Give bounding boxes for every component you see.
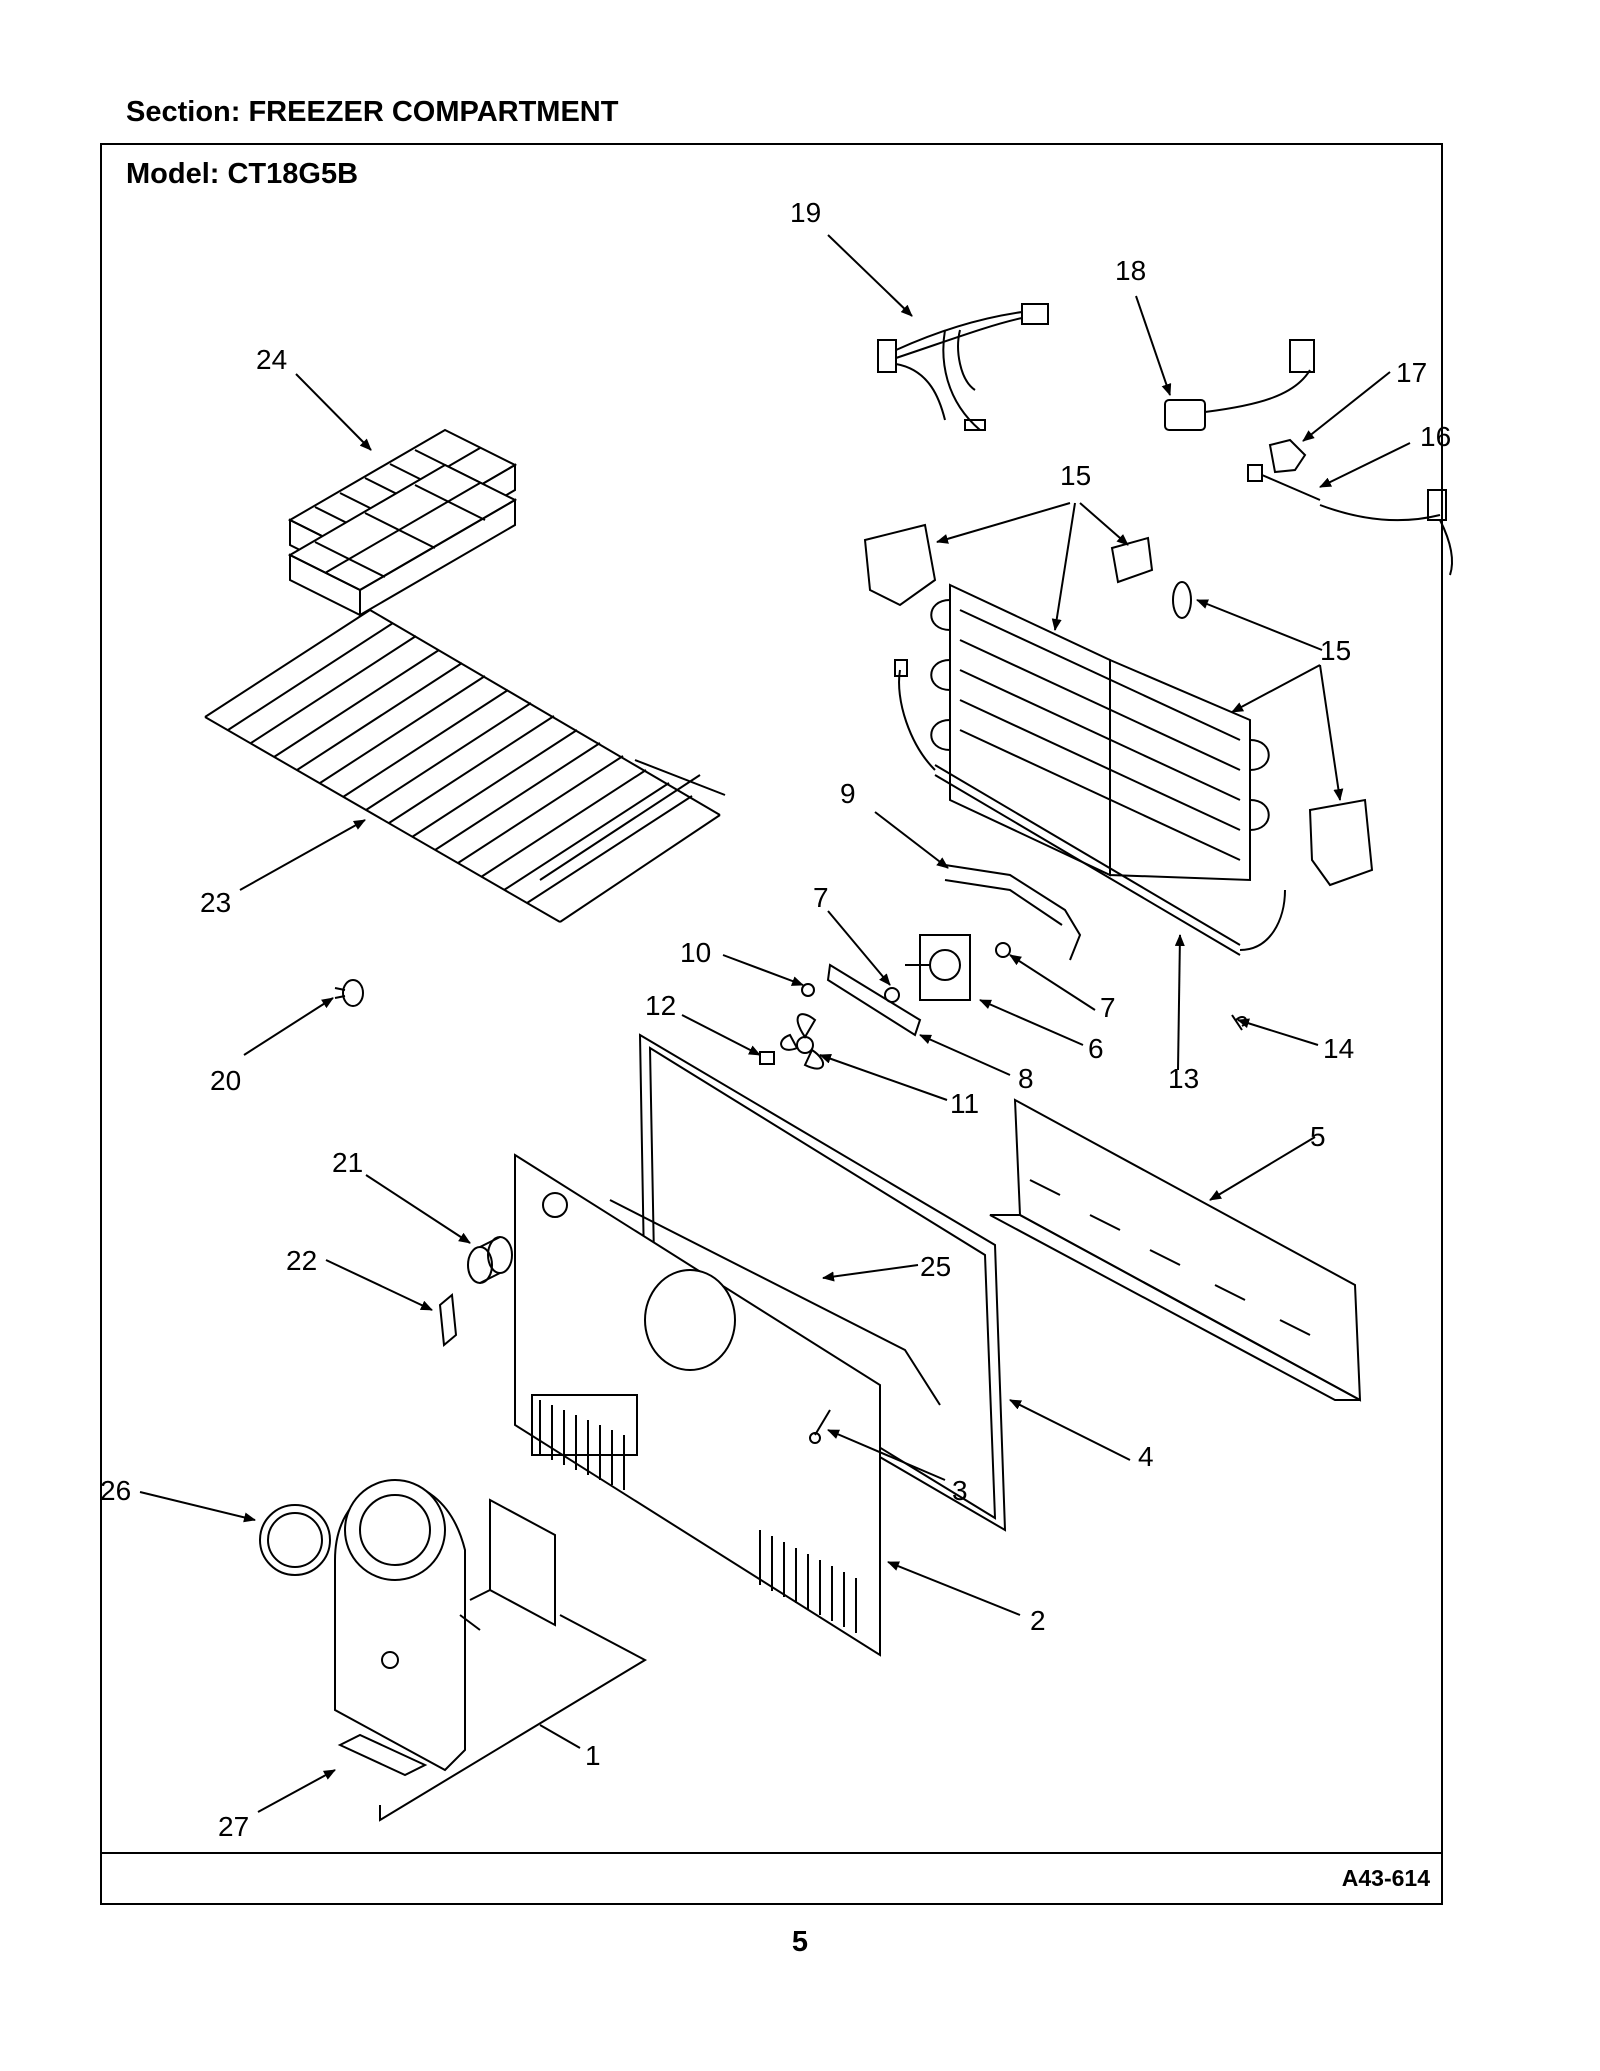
- seal-strip-icon: [609, 1199, 941, 1406]
- callout-5: 5: [1310, 1121, 1326, 1152]
- callout-16: 16: [1420, 421, 1451, 452]
- plug-icon: [334, 979, 364, 1007]
- callout-10: 10: [680, 937, 711, 968]
- air-duct-icon: [334, 1479, 556, 1772]
- drain-trough-icon: [1308, 798, 1374, 887]
- callout-27: 27: [218, 1811, 249, 1842]
- screw-icon: [809, 1409, 831, 1444]
- callout-labels: 19 18 17 16 24 15 15 15 9 23 7 10 12 7 6…: [100, 197, 1451, 1842]
- insulation-pad-icon: [1110, 536, 1154, 584]
- nut-icon: [759, 1051, 775, 1065]
- callout-17: 17: [1396, 357, 1427, 388]
- footer-divider: [100, 1852, 1443, 1854]
- callout-21: 21: [332, 1147, 363, 1178]
- callout-12: 12: [645, 990, 676, 1021]
- callout-15-top: 15: [1060, 460, 1091, 491]
- knob-icon: [467, 1236, 513, 1284]
- callout-22: 22: [286, 1245, 317, 1276]
- callout-13: 13: [1168, 1063, 1199, 1094]
- thermostat-icon: [1164, 339, 1315, 431]
- rear-channel-icon: [989, 1098, 1362, 1402]
- callout-9: 9: [840, 778, 856, 809]
- filter-icon: [337, 1733, 428, 1777]
- callout-19: 19: [790, 197, 821, 228]
- callout-14: 14: [1323, 1033, 1354, 1064]
- callout-18: 18: [1115, 255, 1146, 286]
- motor-bracket-icon: [826, 963, 922, 1037]
- fan-blade-icon: [780, 1013, 824, 1070]
- front-cover-icon: [514, 1153, 881, 1657]
- bracket-icon: [944, 864, 1082, 961]
- fan-motor-icon: [905, 934, 971, 1001]
- clip-icon: [1268, 438, 1307, 474]
- ice-tray-icon: [287, 428, 518, 617]
- callout-7-right: 7: [1100, 992, 1116, 1023]
- callout-1: 1: [585, 1740, 601, 1771]
- defrost-heater-icon: [894, 659, 1286, 956]
- callout-4: 4: [1138, 1441, 1154, 1472]
- callout-26: 26: [100, 1475, 131, 1506]
- grommet-icon: [995, 942, 1011, 958]
- callout-3: 3: [952, 1475, 968, 1506]
- callout-25: 25: [920, 1251, 951, 1282]
- section-title: Section: FREEZER COMPARTMENT: [126, 96, 619, 128]
- page-number: 5: [791, 1926, 809, 1958]
- fan-ring-icon: [259, 1504, 331, 1576]
- defrost-terminator-icon: [1247, 464, 1453, 576]
- drawing-code: A43-614: [1341, 1865, 1430, 1891]
- callout-8: 8: [1018, 1063, 1034, 1094]
- callout-6: 6: [1088, 1033, 1104, 1064]
- callout-24: 24: [256, 344, 287, 375]
- screw-icon: [801, 983, 815, 997]
- callout-2: 2: [1030, 1605, 1046, 1636]
- callout-11: 11: [950, 1088, 979, 1119]
- drier-icon: [1172, 581, 1192, 619]
- callout-15-right: 15: [1320, 635, 1351, 666]
- wire-harness-icon: [877, 303, 1049, 431]
- model-title: Model: CT18G5B: [126, 158, 359, 190]
- evaporator-cover-icon: [863, 523, 937, 607]
- callout-23: 23: [200, 887, 231, 918]
- diagram-frame: [100, 143, 1443, 1905]
- callout-20: 20: [210, 1065, 241, 1096]
- evaporator-coil-icon: [930, 583, 1270, 882]
- damper-icon: [438, 1293, 458, 1347]
- callout-7-left: 7: [813, 882, 829, 913]
- wire-shelf-icon: [204, 609, 726, 923]
